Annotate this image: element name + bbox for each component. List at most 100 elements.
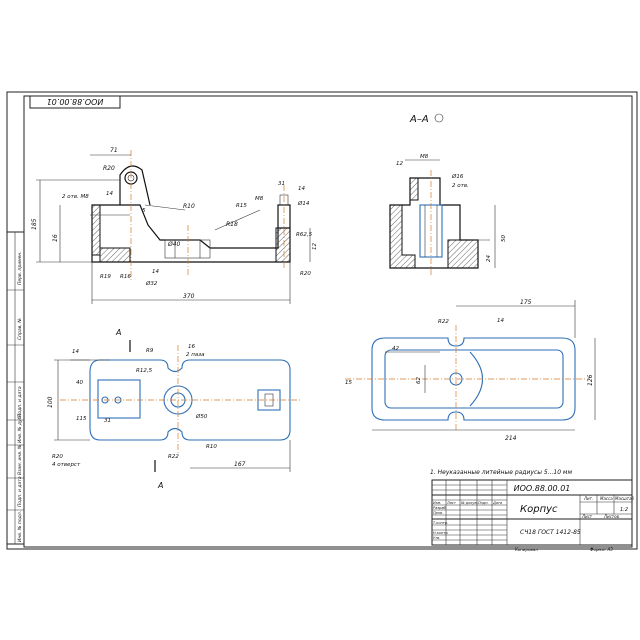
side-boss	[164, 239, 211, 259]
tb-sheets: Листов	[603, 514, 620, 519]
section-view: А–А 12 М8 Ø16 2 отв. 50 24	[389, 113, 507, 275]
right-view: R22 175 42 62 14 126 214 15	[345, 299, 596, 442]
tb-copied: Копировал	[515, 547, 538, 552]
right-dim-r22: R22	[438, 319, 449, 325]
top-dim-r22: R22	[168, 454, 179, 460]
dim-r20-top: R20	[103, 165, 115, 172]
right-dim-126: 126	[587, 374, 594, 386]
dim-14-b: 14	[152, 269, 159, 275]
note-1: 1. Неуказанные литейные радиусы 5...10 м…	[430, 469, 572, 476]
right-dim-42: 42	[392, 346, 399, 352]
top-stamp-text: ИОО.88.00.01	[47, 97, 104, 106]
dim-r15: R15	[236, 203, 247, 209]
tb-nkontr: Н.контр.	[433, 531, 449, 535]
dim-31: 31	[278, 181, 285, 187]
side-body-outline	[91, 204, 291, 263]
dim-5: 5	[142, 208, 146, 214]
top-view: А А 14 R9 16 2 паза R12,5 Ø50 100 115 31…	[47, 328, 300, 490]
right-dim-14: 14	[497, 318, 504, 324]
top-dim-40: 40	[76, 380, 83, 386]
tb-row-date: Дата	[492, 501, 502, 505]
section-dim-50: 50	[501, 235, 507, 242]
top-left-pocket	[97, 379, 141, 419]
cut-a-top: А	[115, 328, 121, 337]
strip-vzam-inv: Взам. инв. №	[17, 444, 23, 475]
dim-r16: R16	[120, 274, 131, 280]
title-block: ИОО.88.00.01 Корпус СЧ18 ГОСТ 1412-85 Ли…	[431, 479, 635, 552]
side-hatch-right	[275, 227, 291, 263]
right-dim-62: 62	[416, 377, 422, 384]
dim-r19: R19	[100, 274, 111, 280]
tb-utv: Утв.	[433, 536, 440, 540]
dim-12: 12	[312, 243, 318, 250]
dim-m8: М8	[255, 196, 264, 202]
dim-d32: Ø32	[145, 280, 158, 287]
dim-d40: Ø40	[167, 241, 181, 248]
tb-razrab: Разраб.	[433, 506, 447, 510]
section-title: А–А	[409, 114, 429, 125]
top-dim-r9: R9	[146, 348, 154, 354]
dim-185: 185	[31, 218, 38, 230]
dim-14-c: 14	[298, 186, 305, 192]
dim-d14-d: Ø14	[297, 200, 310, 207]
top-dim-2paza: 2 паза	[186, 352, 205, 358]
side-hatch-left	[91, 204, 101, 256]
top-dim-r10: R10	[206, 444, 217, 450]
top-stamp-box	[29, 95, 121, 109]
section-dim-2otv: 2 отв.	[452, 183, 469, 189]
tb-lit: Лит.	[583, 496, 593, 501]
tb-row-list: Лист	[446, 501, 457, 505]
tb-prov: Пров.	[433, 511, 443, 515]
top-dim-115: 115	[76, 416, 87, 422]
side-lug	[119, 165, 151, 206]
section-hatch-left	[389, 204, 416, 269]
dim-2otv: 2 отв. М8	[62, 194, 89, 200]
dim-14-a: 14	[106, 191, 113, 197]
dim-71: 71	[110, 147, 118, 154]
top-dim-14: 14	[72, 349, 79, 355]
section-hatch-top	[409, 177, 419, 201]
cut-a-bot: А	[157, 481, 163, 490]
section-dim-d16: Ø16	[451, 173, 464, 180]
dim-r625: R62,5	[296, 232, 313, 238]
strip-inv-podl: Инв. № подл.	[17, 511, 23, 542]
strip-podp-data2: Подп. и дата	[17, 476, 23, 507]
section-dim-m8: М8	[420, 154, 429, 160]
dim-370: 370	[183, 293, 195, 300]
side-hatch-bottom-left	[99, 247, 131, 263]
dim-r18: R18	[226, 221, 238, 228]
side-view: 71 R20 14 2 отв. М8 5 R10 R18 185 16 Ø40…	[31, 147, 318, 304]
tb-row-sign: Подп.	[478, 501, 489, 505]
top-dim-31: 31	[104, 418, 111, 424]
tb-row-izm: Изм.	[433, 501, 441, 505]
tb-part-name: Корпус	[520, 504, 558, 515]
dim-16: 16	[52, 234, 59, 242]
dim-r10: R10	[183, 203, 195, 210]
top-dim-r125: R12,5	[136, 368, 153, 374]
top-dim-16: 16	[188, 344, 195, 350]
inner-frame	[23, 95, 633, 548]
tb-mass: Масса	[600, 496, 613, 501]
right-dim-214: 214	[505, 435, 517, 442]
section-dim-12: 12	[396, 161, 403, 167]
section-dim-24: 24	[486, 255, 492, 262]
strip-sprav: Справ. №	[17, 318, 23, 340]
side-strip: Перв. примен. Справ. № Подп. и дата Инв.…	[6, 231, 25, 545]
tb-doc-number: ИОО.88.00.01	[514, 484, 571, 493]
strip-podp-data1: Подп. и дата	[17, 386, 23, 417]
top-dim-d50: Ø50	[195, 413, 208, 420]
section-rotation-mark	[434, 113, 444, 123]
right-dim-15: 15	[345, 380, 352, 386]
top-dim-r20: R20	[52, 454, 63, 460]
section-hatch-right	[447, 239, 479, 269]
tb-row-doc: № докум.	[460, 501, 478, 505]
tb-sheet: Лист	[581, 514, 593, 519]
tb-tkontr: Т.контр.	[433, 521, 448, 525]
tb-material: СЧ18 ГОСТ 1412-85	[520, 529, 581, 536]
tb-scale-value: 1:2	[620, 507, 628, 513]
top-dim-167: 167	[234, 461, 246, 468]
dim-r20-bot: R20	[300, 271, 311, 277]
tb-format: Формат А3	[590, 547, 613, 552]
